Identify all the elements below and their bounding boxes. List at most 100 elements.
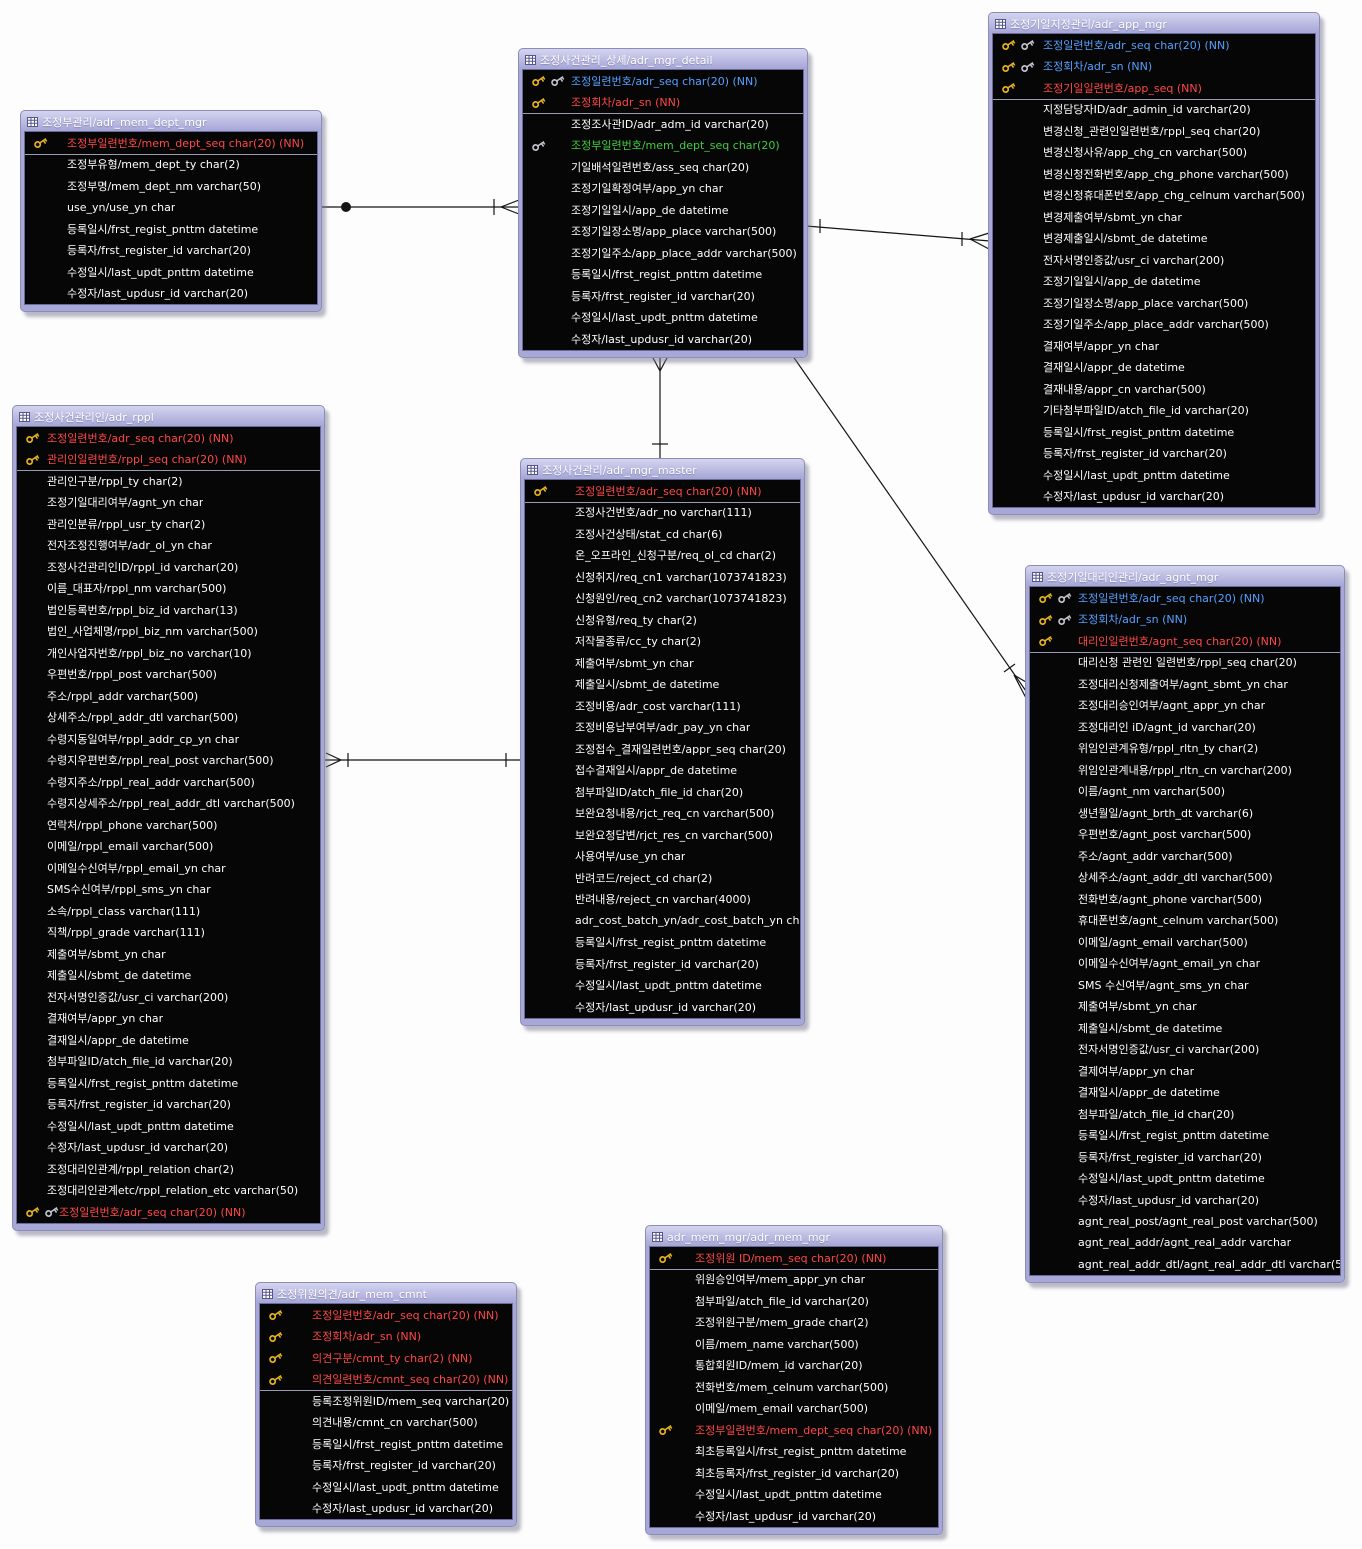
column-row[interactable]: 변경제출일시/sbmt_de datetime xyxy=(993,228,1315,250)
column-row[interactable]: 수정일시/last_updt_pnttm datetime xyxy=(260,1476,512,1498)
column-row[interactable]: 이메일수신여부/rppl_email_yn char xyxy=(17,857,320,879)
column-row[interactable]: 이름_대표자/rppl_nm varchar(500) xyxy=(17,578,320,600)
column-row[interactable]: 조정부명/mem_dept_nm varchar(50) xyxy=(25,175,317,197)
column-row[interactable]: 수정일시/last_updt_pnttm datetime xyxy=(523,307,803,329)
column-row[interactable]: 이름/mem_name varchar(500) xyxy=(650,1333,938,1355)
entity-header[interactable]: 조정사건관리_상세/adr_mgr_detail xyxy=(522,51,804,69)
column-row[interactable]: 전화번호/mem_celnum varchar(500) xyxy=(650,1376,938,1398)
column-row[interactable]: 조정대리인관계/rppl_relation char(2) xyxy=(17,1158,320,1180)
column-row[interactable]: 조정기일일련번호/app_seq (NN) xyxy=(993,77,1315,99)
column-row[interactable]: 조정부일련번호/mem_dept_seq char(20) (NN) xyxy=(25,132,317,154)
column-row[interactable]: 수정자/last_updusr_id varchar(20) xyxy=(525,996,800,1018)
column-row[interactable]: 조정사건관리인ID/rppl_id varchar(20) xyxy=(17,556,320,578)
column-row[interactable]: 수정일시/last_updt_pnttm datetime xyxy=(17,1115,320,1137)
column-row[interactable]: 수정자/last_updusr_id varchar(20) xyxy=(1030,1189,1340,1211)
column-row[interactable]: adr_cost_batch_yn/adr_cost_batch_yn char xyxy=(525,910,800,932)
column-row[interactable]: SMS 수신여부/agnt_sms_yn char xyxy=(1030,974,1340,996)
column-row[interactable]: 등록일시/frst_regist_pnttm datetime xyxy=(1030,1125,1340,1147)
column-row[interactable]: 수정자/last_updusr_id varchar(20) xyxy=(260,1498,512,1520)
column-row[interactable]: 이름/agnt_nm varchar(500) xyxy=(1030,781,1340,803)
column-row[interactable]: 의견일련번호/cmnt_seq char(20) (NN) xyxy=(260,1369,512,1391)
column-row[interactable]: 개인사업자번호/rppl_biz_no varchar(10) xyxy=(17,642,320,664)
column-row[interactable]: 결제여부/appr_yn char xyxy=(1030,1060,1340,1082)
relation-adr-mgr-master--adr-mgr-detail[interactable] xyxy=(651,352,669,462)
column-row[interactable]: use_yn/use_yn char xyxy=(25,197,317,219)
column-row[interactable]: 변경신청사유/app_chg_cn varchar(500) xyxy=(993,142,1315,164)
column-row[interactable]: 상세주소/agnt_addr_dtl varchar(500) xyxy=(1030,867,1340,889)
column-row[interactable]: 이메일/agnt_email varchar(500) xyxy=(1030,931,1340,953)
column-row[interactable]: 결재여부/appr_yn char xyxy=(993,335,1315,357)
column-row[interactable]: 등록일시/frst_regist_pnttm datetime xyxy=(260,1433,512,1455)
column-row[interactable]: 조정일련번호/adr_seq char(20) (NN) xyxy=(1030,587,1340,609)
column-row[interactable]: 관리인구분/rppl_ty char(2) xyxy=(17,470,320,492)
column-row[interactable]: agnt_real_post/agnt_real_post varchar(50… xyxy=(1030,1211,1340,1233)
column-row[interactable]: 온_오프라인_신청구분/req_ol_cd char(2) xyxy=(525,545,800,567)
entity-header[interactable]: 조정부관리/adr_mem_dept_mgr xyxy=(24,113,318,131)
column-row[interactable]: 조정사건번호/adr_no varchar(111) xyxy=(525,502,800,524)
entity-header[interactable]: 조정사건관리/adr_mgr_master xyxy=(524,461,801,479)
column-row[interactable]: 첨부파일/atch_file_id varchar(20) xyxy=(650,1290,938,1312)
column-row[interactable]: 의견내용/cmnt_cn varchar(500) xyxy=(260,1412,512,1434)
column-row[interactable]: 조정기일일시/app_de datetime xyxy=(993,271,1315,293)
column-row[interactable]: 수정자/last_updusr_id varchar(20) xyxy=(993,486,1315,508)
column-row[interactable]: 전자조정진행여부/adr_ol_yn char xyxy=(17,535,320,557)
column-row[interactable]: 조정사건상태/stat_cd char(6) xyxy=(525,523,800,545)
column-row[interactable]: 법인_사업체명/rppl_biz_nm varchar(500) xyxy=(17,621,320,643)
column-row[interactable]: 조정위원 ID/mem_seq char(20) (NN) xyxy=(650,1247,938,1269)
column-row[interactable]: 결재일시/appr_de datetime xyxy=(993,357,1315,379)
column-row[interactable]: 수정일시/last_updt_pnttm datetime xyxy=(525,975,800,997)
entity-header[interactable]: adr_mem_mgr/adr_mem_mgr xyxy=(649,1228,939,1246)
column-row[interactable]: 신청취지/req_cn1 varchar(1073741823) xyxy=(525,566,800,588)
column-row[interactable]: 저작물종류/cc_ty char(2) xyxy=(525,631,800,653)
column-row[interactable]: 등록일시/frst_regist_pnttm datetime xyxy=(993,421,1315,443)
column-row[interactable]: 첨부파일/atch_file_id char(20) xyxy=(1030,1103,1340,1125)
column-row[interactable]: 변경신청전화번호/app_chg_phone varchar(500) xyxy=(993,163,1315,185)
column-row[interactable]: 결재일시/appr_de datetime xyxy=(17,1029,320,1051)
column-row[interactable]: 첨부파일ID/atch_file_id varchar(20) xyxy=(17,1051,320,1073)
column-row[interactable]: 조정비용/adr_cost varchar(111) xyxy=(525,695,800,717)
entity-header[interactable]: 조정기일지정관리/adr_app_mgr xyxy=(992,15,1316,33)
relation-adr-mgr-detail--adr-agnt-mgr[interactable] xyxy=(789,351,1029,699)
column-row[interactable]: 반려코드/reject_cd char(2) xyxy=(525,867,800,889)
column-row[interactable]: 생년월일/agnt_brth_dt varchar(6) xyxy=(1030,802,1340,824)
column-row[interactable]: 조정기일장소명/app_place varchar(500) xyxy=(993,292,1315,314)
column-row[interactable]: 조정일련번호/adr_seq char(20) (NN) xyxy=(260,1304,512,1326)
column-row[interactable]: 제출여부/sbmt_yn char xyxy=(17,943,320,965)
column-row[interactable]: 등록조정위원ID/mem_seq varchar(20) xyxy=(260,1390,512,1412)
column-row[interactable]: 이메일수신여부/agnt_email_yn char xyxy=(1030,953,1340,975)
column-row[interactable]: 수정자/last_updusr_id varchar(20) xyxy=(650,1505,938,1527)
column-row[interactable]: 조정기일대리여부/agnt_yn char xyxy=(17,492,320,514)
column-row[interactable]: 조정위원구분/mem_grade char(2) xyxy=(650,1312,938,1334)
column-row[interactable]: 우편번호/agnt_post varchar(500) xyxy=(1030,824,1340,846)
column-row[interactable]: 조정조사관ID/adr_adm_id varchar(20) xyxy=(523,113,803,135)
relation-adr-mgr-master--adr-rppl[interactable] xyxy=(322,752,524,768)
column-row[interactable]: 제출여부/sbmt_yn char xyxy=(525,652,800,674)
column-row[interactable]: 결재여부/appr_yn char xyxy=(17,1008,320,1030)
column-row[interactable]: 결재내용/appr_cn varchar(500) xyxy=(993,378,1315,400)
column-row[interactable]: 전화번호/agnt_phone varchar(500) xyxy=(1030,888,1340,910)
column-row[interactable]: 등록자/frst_register_id varchar(20) xyxy=(1030,1146,1340,1168)
column-row[interactable]: 수령지주소/rppl_real_addr varchar(500) xyxy=(17,771,320,793)
column-row[interactable]: 전자서명인증값/usr_ci varchar(200) xyxy=(1030,1039,1340,1061)
column-row[interactable]: 조정대리인관계etc/rppl_relation_etc varchar(50) xyxy=(17,1180,320,1202)
column-row[interactable]: 조정접수_결재일련번호/appr_seq char(20) xyxy=(525,738,800,760)
relation-adr-mem-dept-mgr--adr-mgr-detail[interactable] xyxy=(318,199,522,215)
column-row[interactable]: 대리신청 관련인 일련번호/rppl_seq char(20) xyxy=(1030,652,1340,674)
column-row[interactable]: 수정일시/last_updt_pnttm datetime xyxy=(993,464,1315,486)
column-row[interactable]: 상세주소/rppl_addr_dtl varchar(500) xyxy=(17,707,320,729)
column-row[interactable]: 조정대리인 iD/agnt_id varchar(20) xyxy=(1030,716,1340,738)
column-row[interactable]: 수정일시/last_updt_pnttm datetime xyxy=(25,261,317,283)
column-row[interactable]: 최초등록자/frst_register_id varchar(20) xyxy=(650,1462,938,1484)
column-row[interactable]: 수령지동일여부/rppl_addr_cp_yn char xyxy=(17,728,320,750)
column-row[interactable]: 수정자/last_updusr_id varchar(20) xyxy=(17,1137,320,1159)
column-row[interactable]: 조정일련번호/adr_seq char(20) (NN) xyxy=(17,427,320,449)
column-row[interactable]: 수령지우편번호/rppl_real_post varchar(500) xyxy=(17,750,320,772)
entity-header[interactable]: 조정기일대리인관리/adr_agnt_mgr xyxy=(1029,568,1341,586)
column-row[interactable]: 등록일시/frst_regist_pnttm datetime xyxy=(525,932,800,954)
column-row[interactable]: 변경신청휴대폰번호/app_chg_celnum varchar(500) xyxy=(993,185,1315,207)
column-row[interactable]: 조정회차/adr_sn (NN) xyxy=(1030,609,1340,631)
column-row[interactable]: 조정기일주소/app_place_addr varchar(500) xyxy=(523,242,803,264)
